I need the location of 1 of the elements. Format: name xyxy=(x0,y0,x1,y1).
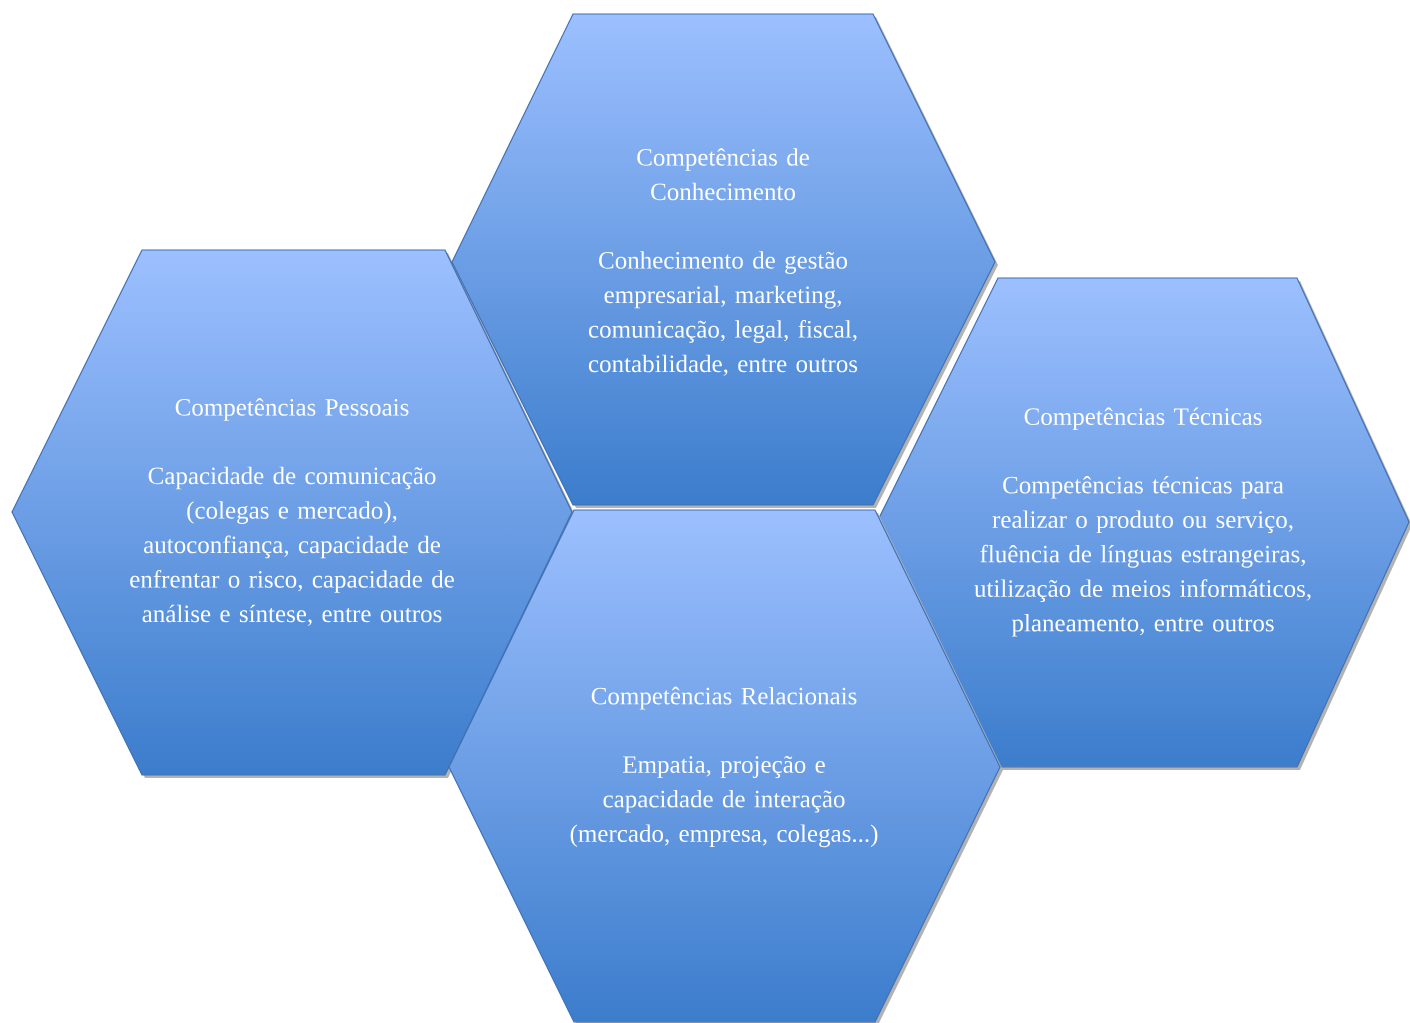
hexagon: Competências de Conhecimento Conhecimento de gestão empresarial, marketing, comunicação, legal, fiscal, contabilidade, entre outros xyxy=(451,13,998,508)
